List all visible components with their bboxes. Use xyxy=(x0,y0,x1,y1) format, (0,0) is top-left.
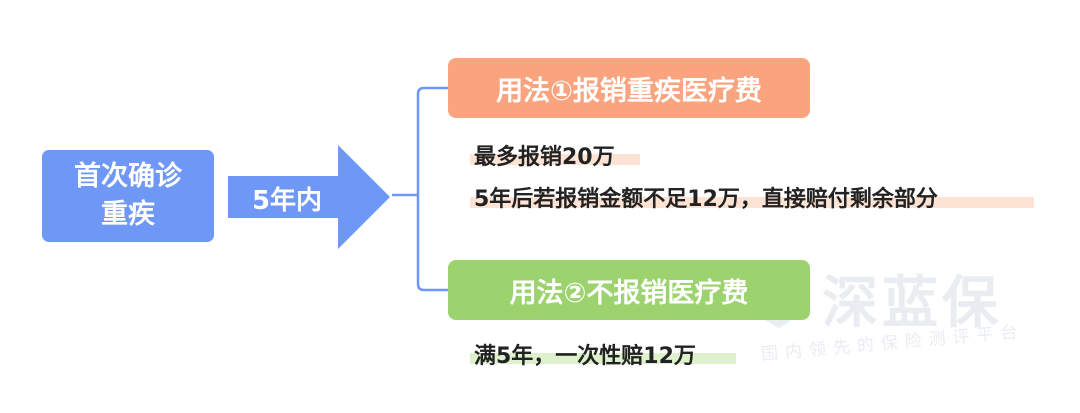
option-2-detail-1: 满5年，一次性赔12万 xyxy=(474,344,696,369)
start-node-line1: 首次确诊 xyxy=(74,161,182,192)
option-1-detail-1: 最多报销20万 xyxy=(474,145,615,170)
option-2-box: 用法②不报销医疗费 xyxy=(448,260,810,320)
start-node: 首次确诊 重疾 xyxy=(42,150,214,242)
start-node-line2: 重疾 xyxy=(101,199,155,230)
detail-1-highlight xyxy=(470,154,640,165)
detail-3-highlight xyxy=(470,353,736,364)
branch-connector xyxy=(392,86,448,292)
period-label: 5年内 xyxy=(251,185,323,216)
option-1-box: 用法①报销重疾医疗费 xyxy=(448,58,810,118)
option-2-title: 用法②不报销医疗费 xyxy=(509,277,749,309)
option-1-title: 用法①报销重疾医疗费 xyxy=(496,75,762,107)
watermark-brand: 深蓝保 xyxy=(822,271,1002,336)
detail-2-highlight xyxy=(470,197,1034,208)
period-arrow xyxy=(228,145,390,249)
option-1-detail-2: 5年后若报销金额不足12万，直接赔付剩余部分 xyxy=(474,187,938,212)
